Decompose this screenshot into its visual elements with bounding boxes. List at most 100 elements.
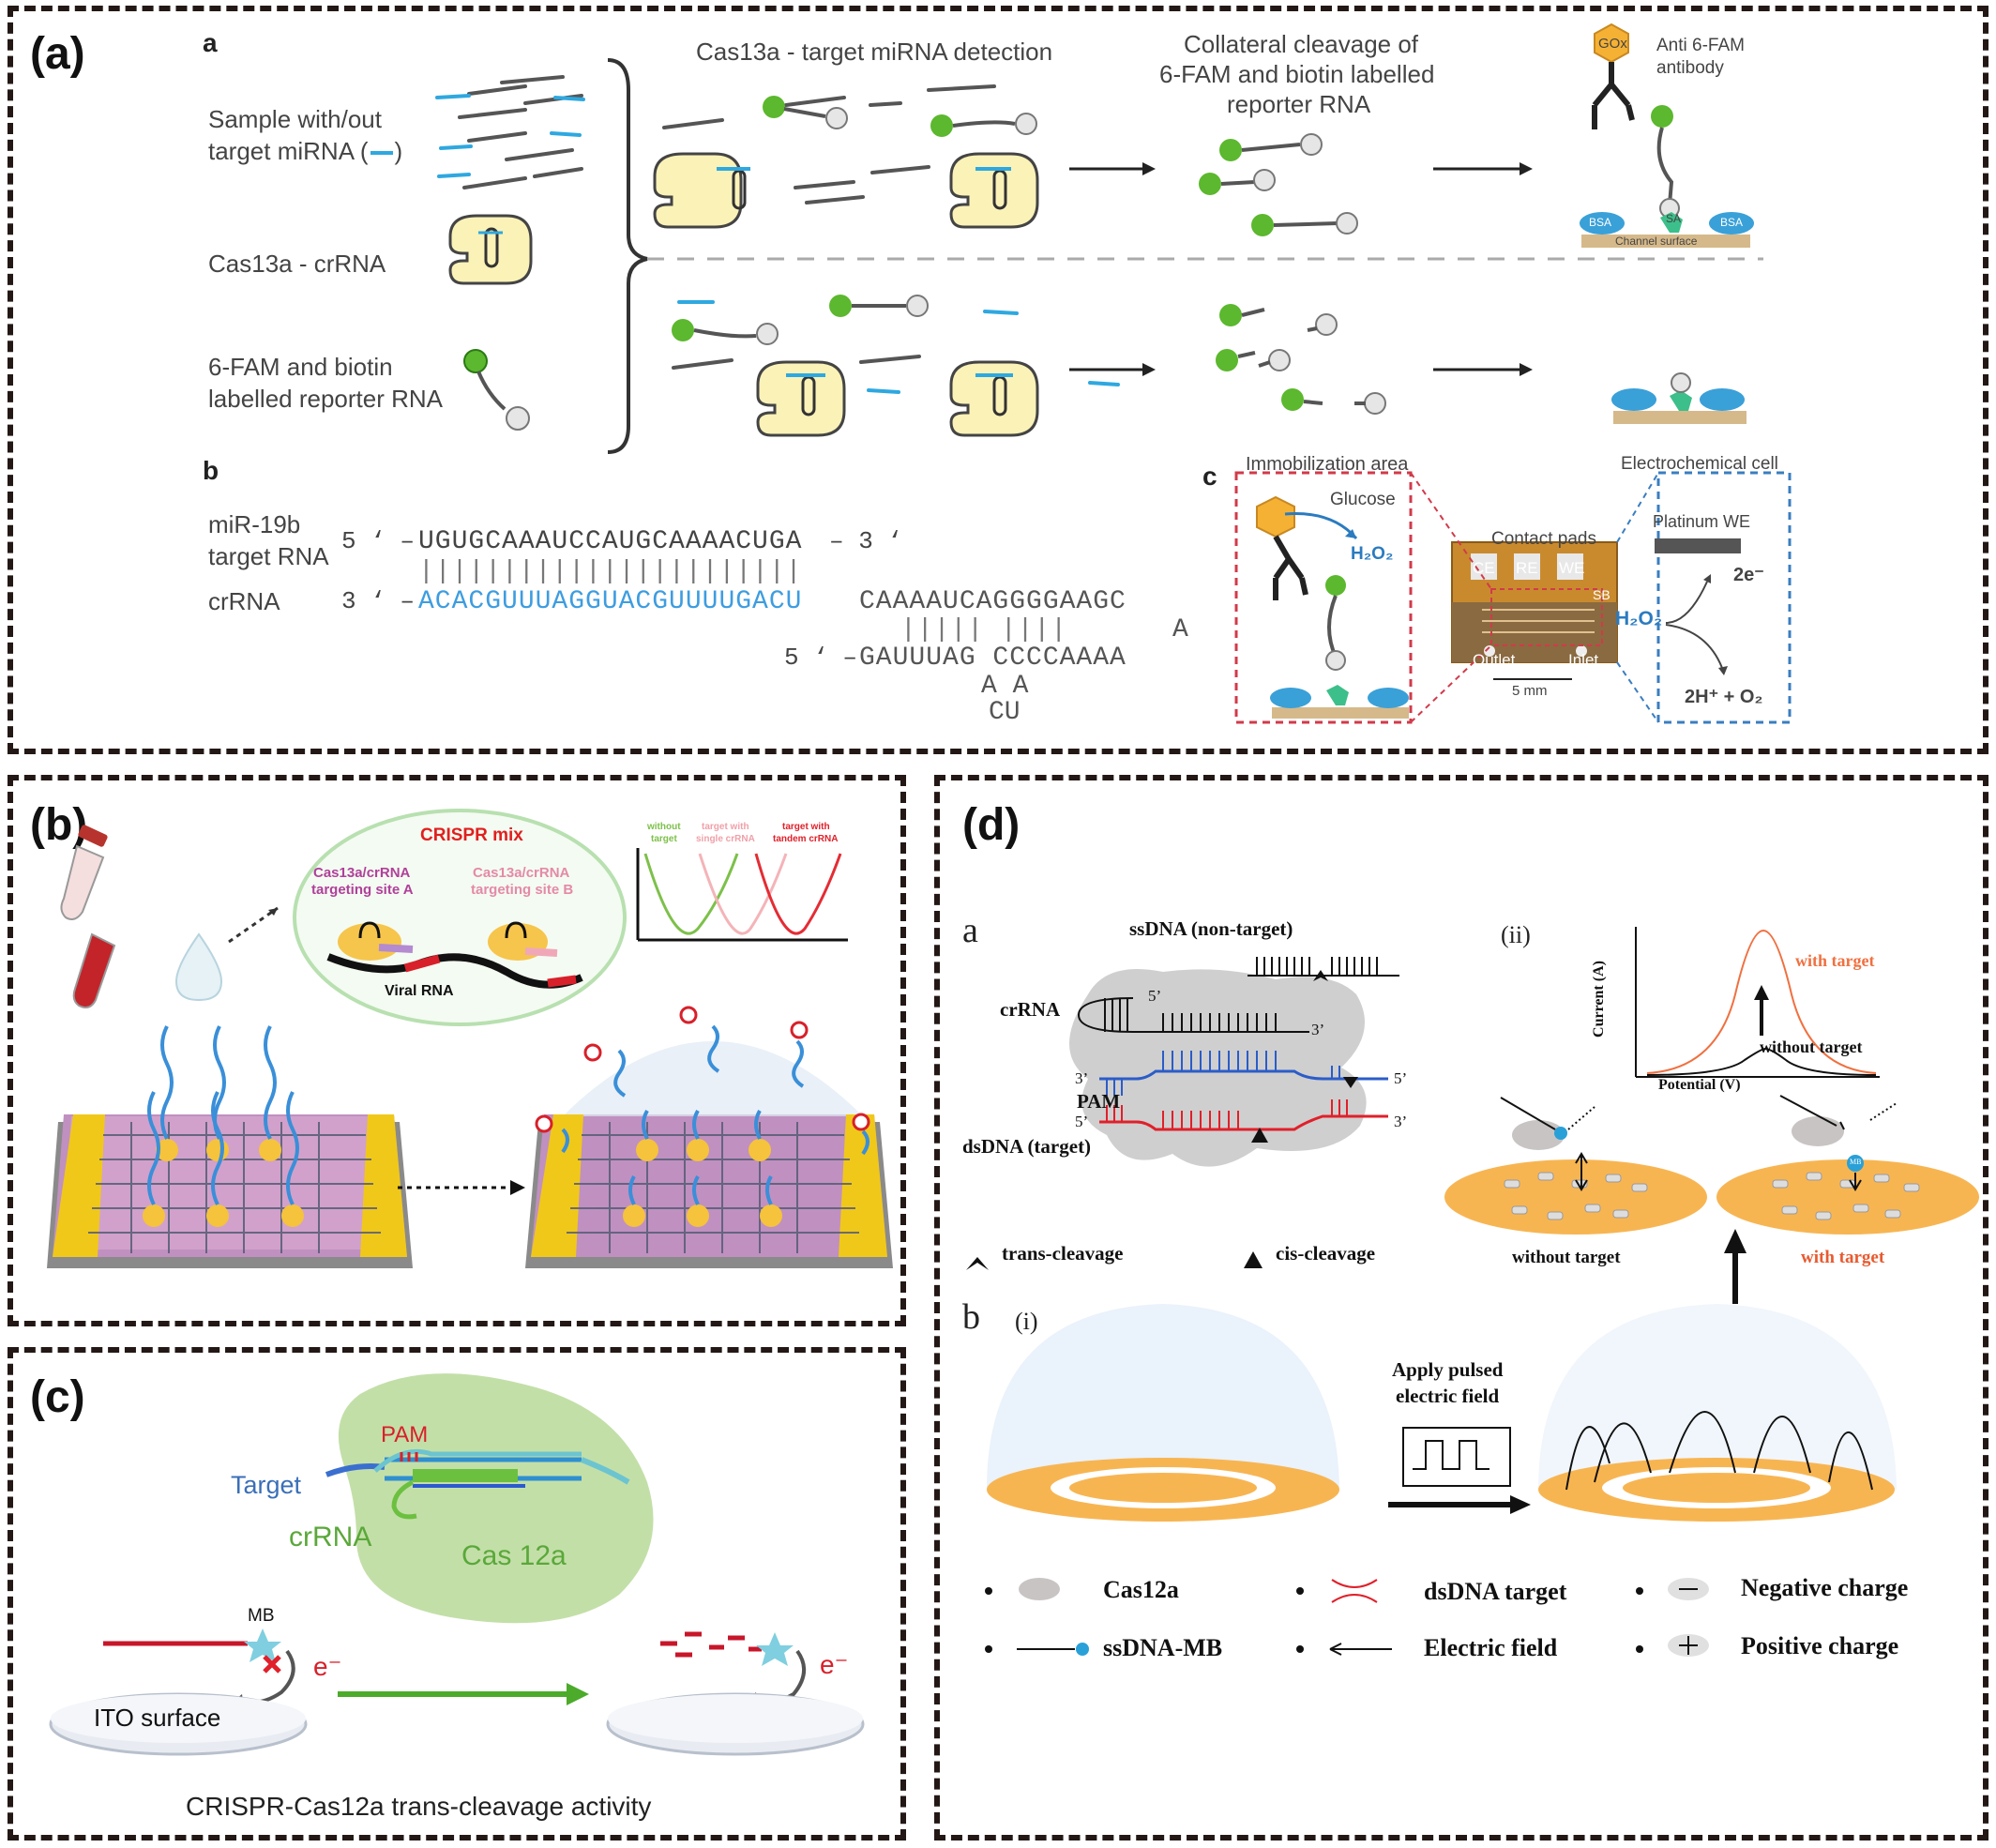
- panel-b-border: [8, 775, 906, 1326]
- we-label: WE: [1559, 559, 1585, 577]
- mir-sequence: UGUGCAAAUCCAUGCAAAACUGA: [418, 527, 803, 556]
- legend-ssdna-mb-icon: [1076, 1643, 1089, 1656]
- dpv-with-target-curve: [1646, 929, 1877, 1074]
- legend-single-line1: target with: [702, 822, 749, 832]
- antibody-label-line2: antibody: [1656, 58, 1724, 78]
- dsdna-target-label: dsDNA (target): [962, 1135, 1092, 1158]
- legend-cas12a-label: Cas12a: [1103, 1576, 1179, 1603]
- crispr-mix-title: CRISPR mix: [420, 826, 523, 845]
- reporter-label-line2: labelled reporter RNA: [208, 385, 444, 413]
- legend-single-line2: single crRNA: [696, 834, 755, 844]
- collateral-line1: Collateral cleavage of: [1184, 30, 1419, 58]
- panel-d-border: [934, 775, 1988, 1840]
- immobilization-area-label: Immobilization area: [1246, 454, 1409, 475]
- gox-label: GOx: [1598, 36, 1627, 52]
- legend-dsdna-icon: [1331, 1579, 1378, 1603]
- cas13a-icon: [448, 214, 533, 285]
- viral-rna-label: Viral RNA: [385, 983, 454, 999]
- crrna-label: crRNA: [208, 587, 280, 615]
- site-b-line2: targeting site B: [471, 882, 574, 898]
- legend-ssdna-label: ssDNA-MB: [1103, 1634, 1223, 1661]
- bsa-label-right: BSA: [1720, 216, 1744, 229]
- dpv-without-target-curve: [1646, 1047, 1877, 1076]
- panel-d-ii: (ii): [1501, 921, 1531, 948]
- bsa-label-left: BSA: [1589, 216, 1612, 229]
- three-prime-red: 3’: [1394, 1113, 1408, 1130]
- cas12a-label-c: Cas 12a: [461, 1540, 567, 1571]
- glucose-label: Glucose: [1330, 490, 1396, 509]
- e-minus-right: e⁻: [820, 1650, 849, 1679]
- panel-c-label: (c): [30, 1372, 85, 1422]
- cas13a-crrna-label: Cas13a - crRNA: [208, 250, 386, 278]
- panel-a-sub-a: a: [203, 28, 218, 57]
- cas12a-complex-blob: [1069, 969, 1367, 1167]
- panel-d-sub-a: a: [962, 911, 978, 950]
- panel-c-border: [8, 1347, 906, 1840]
- five-prime-blue: 5’: [1394, 1069, 1408, 1087]
- contact-pads-label: Contact pads: [1491, 529, 1596, 549]
- cas12a-blob: [338, 1373, 654, 1624]
- legend-positive-label: Positive charge: [1741, 1632, 1899, 1659]
- loop-a: A: [1172, 615, 1188, 644]
- legend-without-line2: target: [651, 834, 677, 844]
- five-prime-top: 5’: [1148, 987, 1162, 1005]
- gox-hexagon-icon: [1594, 23, 1629, 64]
- ce-label: CE: [1473, 559, 1495, 577]
- legend-dsdna-label: dsDNA target: [1424, 1578, 1567, 1605]
- e-minus-left: e⁻: [313, 1652, 342, 1681]
- mir-5prime: 5 ‘ –: [341, 527, 416, 555]
- mb-star-icon-right: [756, 1632, 794, 1666]
- inlet-label: Inlet: [1568, 651, 1599, 669]
- crrna-blue-sequence: ACACGUUUAGGUACGUUUUGACU: [418, 587, 803, 616]
- dpv-with-target-label: with target: [1795, 951, 1875, 970]
- dome-right: [1538, 1304, 1897, 1490]
- sample-label-line1: Sample with/out: [208, 105, 382, 133]
- mb-label-d: MB: [1850, 1158, 1862, 1166]
- mb-star-icon: [244, 1628, 281, 1662]
- legend-tandem-line2: tandem crRNA: [773, 834, 839, 844]
- loop-aa: A A: [981, 672, 1029, 701]
- panel-c-caption: CRISPR-Cas12a trans-cleavage activity: [186, 1792, 652, 1821]
- h2o2-label-right: H₂O₂: [1615, 608, 1663, 629]
- collateral-line2: 6-FAM and biotin labelled: [1159, 60, 1435, 88]
- gox-hexagon-icon-c: [1256, 495, 1295, 538]
- cis-cleavage-label: cis-cleavage: [1276, 1242, 1376, 1265]
- legend-field-label: Electric field: [1424, 1634, 1558, 1661]
- mb-label-c: MB: [248, 1606, 275, 1626]
- sample-label-end: ): [394, 137, 403, 165]
- site-a-line1: Cas13a/crRNA: [313, 865, 411, 881]
- base-pairs-bottom: ||||| ||||: [900, 615, 1068, 644]
- legend-tandem-line1: target with: [782, 822, 830, 832]
- mir-label-line1: miR-19b: [208, 510, 301, 538]
- three-prime-top: 3’: [1311, 1021, 1325, 1038]
- droplet-icon: [174, 932, 223, 1002]
- dpv-x-axis-label: Potential (V): [1658, 1077, 1741, 1093]
- serum-tube-icon: [72, 932, 116, 1008]
- panel-b-label: (b): [30, 800, 88, 850]
- loop-cu: CU: [989, 698, 1021, 727]
- platinum-we-label: Platinum WE: [1653, 512, 1751, 531]
- electrochemical-cell-label: Electrochemical cell: [1621, 454, 1778, 474]
- crrna-gray-sequence: CAAAAUCAGGGGAAGC: [859, 587, 1127, 616]
- trans-cleavage-label: trans-cleavage: [1002, 1242, 1124, 1265]
- trans-cleavage-icon: [966, 1257, 989, 1270]
- sample-label-line2: target miRNA (): [208, 137, 402, 166]
- detection-title: Cas13a - target miRNA detection: [696, 38, 1053, 66]
- bottom-sequence: GAUUUAG CCCCAAAA: [859, 644, 1127, 673]
- disk-without-target-label: without target: [1512, 1248, 1621, 1267]
- sample-label-text: target miRNA (: [208, 137, 369, 165]
- crrna-3prime: 3 ‘ –: [341, 587, 416, 615]
- collateral-line3: reporter RNA: [1227, 90, 1371, 118]
- products-label: 2H⁺ + O₂: [1685, 687, 1763, 707]
- panel-a-sub-b: b: [203, 456, 219, 485]
- crrna-label-d: crRNA: [1000, 998, 1061, 1021]
- crrna-label-c: crRNA: [289, 1522, 372, 1553]
- apply-pulsed-line1: Apply pulsed: [1392, 1358, 1504, 1381]
- dpv-y-axis-label: Current (A): [1590, 961, 1607, 1038]
- panel-a-sub-c: c: [1202, 462, 1217, 491]
- ito-surface-label: ITO surface: [94, 1704, 221, 1732]
- target-label-c: Target: [231, 1471, 302, 1499]
- re-label: RE: [1516, 559, 1538, 577]
- disk-with-target-label: with target: [1801, 1248, 1885, 1267]
- dpv-without-target-label: without target: [1760, 1038, 1863, 1056]
